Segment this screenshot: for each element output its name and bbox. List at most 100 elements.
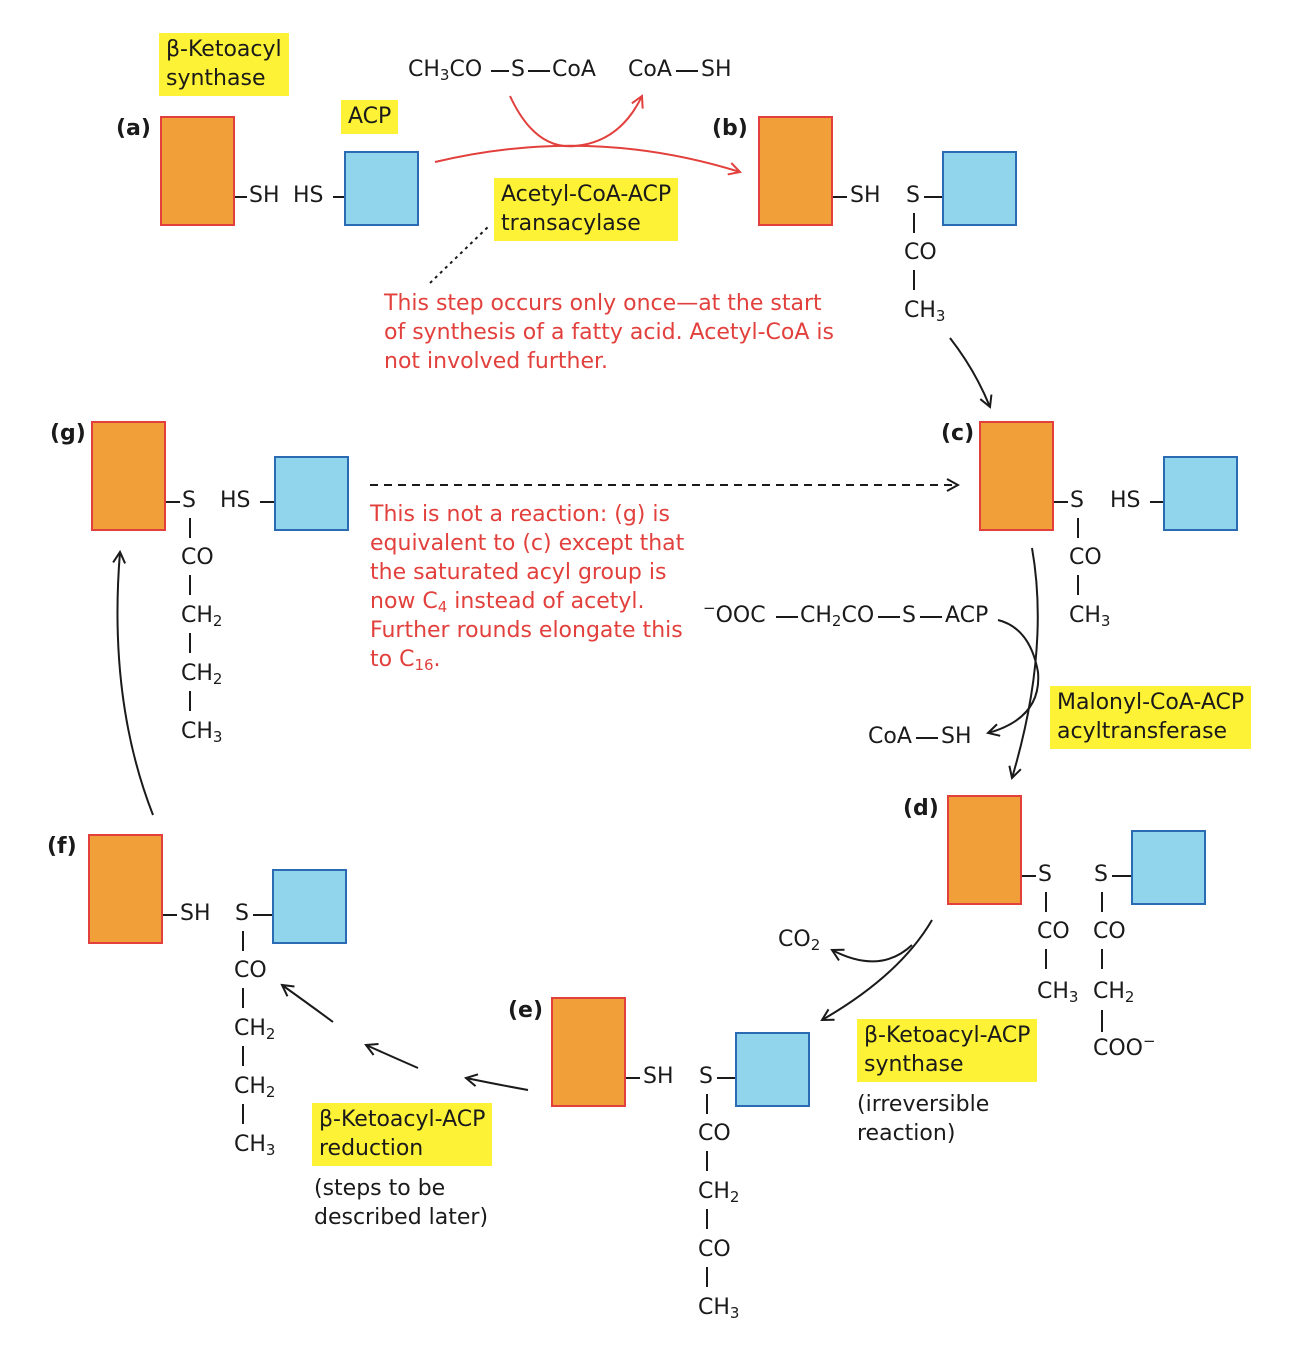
acetyl-coa-coa: CoA: [552, 57, 596, 82]
bond-g-s: [166, 501, 180, 503]
bond-e-v3: [706, 1209, 708, 1229]
acetyl-coa-formula: CH3CO: [408, 57, 483, 84]
bond-b-sh: [833, 196, 847, 198]
bond-b-v2: [913, 270, 915, 290]
sh-f: SH: [180, 901, 211, 926]
panel-label-e: (e): [508, 998, 544, 1023]
arrow-f-to-g: [117, 552, 154, 816]
panel-label-g: (g): [50, 421, 86, 446]
bond-e-s-acp: [717, 1077, 735, 1079]
enzyme-acp-synthase-line1: β-Ketoacyl-ACP: [864, 1023, 1031, 1048]
arrow-reduction-step-2: [366, 1045, 419, 1069]
note-equivalent-line6: to C16.: [370, 647, 441, 674]
ch3-d: CH3: [1037, 979, 1079, 1006]
synthase-box-c: [979, 421, 1054, 531]
coa-sh-mid-left: CoA: [868, 724, 912, 749]
note-irreversible-line1: (irreversible: [857, 1092, 990, 1117]
hs-c: HS: [1110, 488, 1141, 513]
hs-a: HS: [293, 183, 324, 208]
bond-d-v4: [1101, 949, 1103, 969]
synthase-box-b: [758, 116, 833, 226]
enzyme-ketoacyl-acp-synthase: β-Ketoacyl-ACP synthase: [857, 1019, 1038, 1082]
bond-coa-sh-mid: [916, 737, 938, 739]
arrow-c-to-d: [1012, 547, 1039, 778]
bond-g-v4: [189, 691, 191, 711]
enzyme-reduction-line1: β-Ketoacyl-ACP: [319, 1107, 486, 1132]
s-e: S: [699, 1064, 713, 1089]
acp-box-d: [1131, 830, 1206, 905]
bond-g-v3: [189, 633, 191, 653]
note-later-line1: (steps to be: [314, 1176, 446, 1201]
bond-f-v3: [242, 1046, 244, 1066]
acp-box-b: [942, 151, 1017, 226]
ch3-e: CH3: [698, 1295, 740, 1322]
acp-text: ACP: [348, 104, 392, 129]
s-d-2: S: [1094, 862, 1108, 887]
sh-e: SH: [643, 1064, 674, 1089]
bond-f-v1: [242, 931, 244, 951]
co-b: CO: [904, 240, 937, 265]
note-irreversible: (irreversible reaction): [857, 1090, 989, 1148]
coo-d: COO−: [1093, 1032, 1156, 1062]
pointer-dotted: [429, 224, 491, 284]
coa-sh-right: SH: [701, 57, 732, 82]
note-steps-later: (steps to be described later): [314, 1174, 488, 1232]
co-c: CO: [1069, 545, 1102, 570]
synthase-box-f: [88, 834, 163, 944]
note-once: This step occurs only once—at the start …: [384, 289, 834, 376]
arrow-b-to-c: [949, 337, 990, 407]
co-d-2: CO: [1093, 919, 1126, 944]
acp-box-e: [735, 1032, 810, 1107]
ch2-f-1: CH2: [234, 1016, 276, 1043]
malonyl-acp: ACP: [945, 603, 989, 628]
acp-box-f: [272, 869, 347, 944]
bond-e-v2: [706, 1151, 708, 1171]
co-f: CO: [234, 958, 267, 983]
ch2-g-1: CH2: [181, 603, 223, 630]
note-later-line2: described later): [314, 1205, 489, 1230]
bond-coa-sh-top: [676, 70, 698, 72]
bond-s-coa: [528, 70, 550, 72]
enzyme-ketoacyl-synthase-line1: β-Ketoacyl: [166, 37, 282, 62]
s-g: S: [182, 488, 196, 513]
enzyme-ketoacyl-synthase: β-Ketoacyl synthase: [159, 33, 289, 96]
note-equivalent: This is not a reaction: (g) is equivalen…: [370, 500, 684, 674]
co2-label: CO2: [778, 927, 821, 954]
arrow-e-to-reduction: [466, 1078, 529, 1091]
acp-box-a: [344, 151, 419, 226]
enzyme-transacylase-line2: transacylase: [501, 211, 641, 236]
s-b: S: [906, 183, 920, 208]
bond-malonyl-1: [776, 616, 798, 618]
bond-e-v1: [706, 1094, 708, 1114]
bond-b-s-acp: [924, 196, 942, 198]
ch3-f: CH3: [234, 1132, 276, 1159]
sh-b: SH: [850, 183, 881, 208]
bond-c-s: [1054, 501, 1068, 503]
ch3-g: CH3: [181, 719, 223, 746]
note-equivalent-line3: the saturated acyl group is: [370, 560, 667, 585]
ch3-c: CH3: [1069, 603, 1111, 630]
malonyl-s: S: [902, 603, 916, 628]
note-equivalent-line2: equivalent to (c) except that: [370, 531, 685, 556]
malonyl-acp-formula: −OOC: [703, 599, 766, 629]
s-d-1: S: [1038, 862, 1052, 887]
bond-acetyl-s: [491, 70, 509, 72]
synthase-box-e: [551, 997, 626, 1107]
enzyme-transacylase: Acetyl-CoA-ACP transacylase: [494, 178, 679, 241]
s-f: S: [235, 901, 249, 926]
co-g: CO: [181, 545, 214, 570]
ch2-g-2: CH2: [181, 661, 223, 688]
enzyme-acp-label: ACP: [341, 100, 399, 134]
note-equivalent-line5: Further rounds elongate this: [370, 618, 683, 643]
bond-f-v4: [242, 1104, 244, 1124]
bond-f-sh: [163, 914, 177, 916]
bond-a-hs: [333, 196, 345, 198]
enzyme-transacylase-line1: Acetyl-CoA-ACP: [501, 182, 672, 207]
enzyme-malonyl-line1: Malonyl-CoA-ACP: [1057, 690, 1245, 715]
acp-box-c: [1163, 456, 1238, 531]
arrow-reduction-to-f: [282, 985, 334, 1023]
synthase-box-d: [947, 795, 1022, 905]
ch2-f-2: CH2: [234, 1074, 276, 1101]
co-e-1: CO: [698, 1121, 731, 1146]
